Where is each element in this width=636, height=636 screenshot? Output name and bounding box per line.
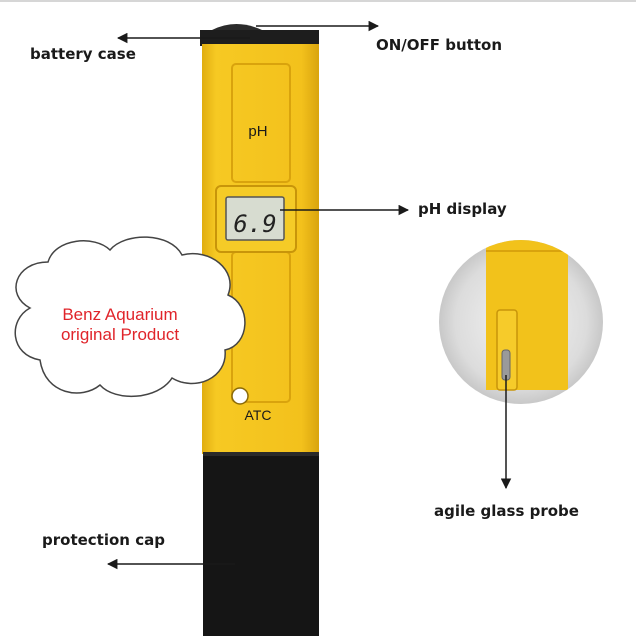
ph-meter: 6.9 pH ATC <box>200 24 319 636</box>
battery-case-label: battery case <box>30 45 136 63</box>
arrows <box>106 20 512 570</box>
top-border <box>0 0 636 2</box>
watermark-line2: original Product <box>61 325 179 344</box>
lcd-value: 6.9 <box>233 210 276 238</box>
probe-inset <box>439 240 603 404</box>
on-off-button-label: ON/OFF button <box>376 36 502 54</box>
atc-hole <box>231 387 249 405</box>
lcd-screen <box>225 196 285 241</box>
watermark-line1: Benz Aquarium <box>62 305 177 324</box>
cap-rim <box>203 452 319 456</box>
atc-text: ATC <box>245 407 272 423</box>
agile-glass-probe-label: agile glass probe <box>434 502 579 520</box>
protection-cap <box>203 452 319 636</box>
watermark-cloud: Benz Aquarium original Product <box>14 236 246 397</box>
ph-display-label: pH display <box>418 200 507 218</box>
on-off-button-shape <box>212 24 262 30</box>
protection-cap-label: protection cap <box>42 531 165 549</box>
battery-case <box>200 30 319 46</box>
front-panel-top <box>231 63 291 183</box>
ph-text: pH <box>248 123 267 140</box>
